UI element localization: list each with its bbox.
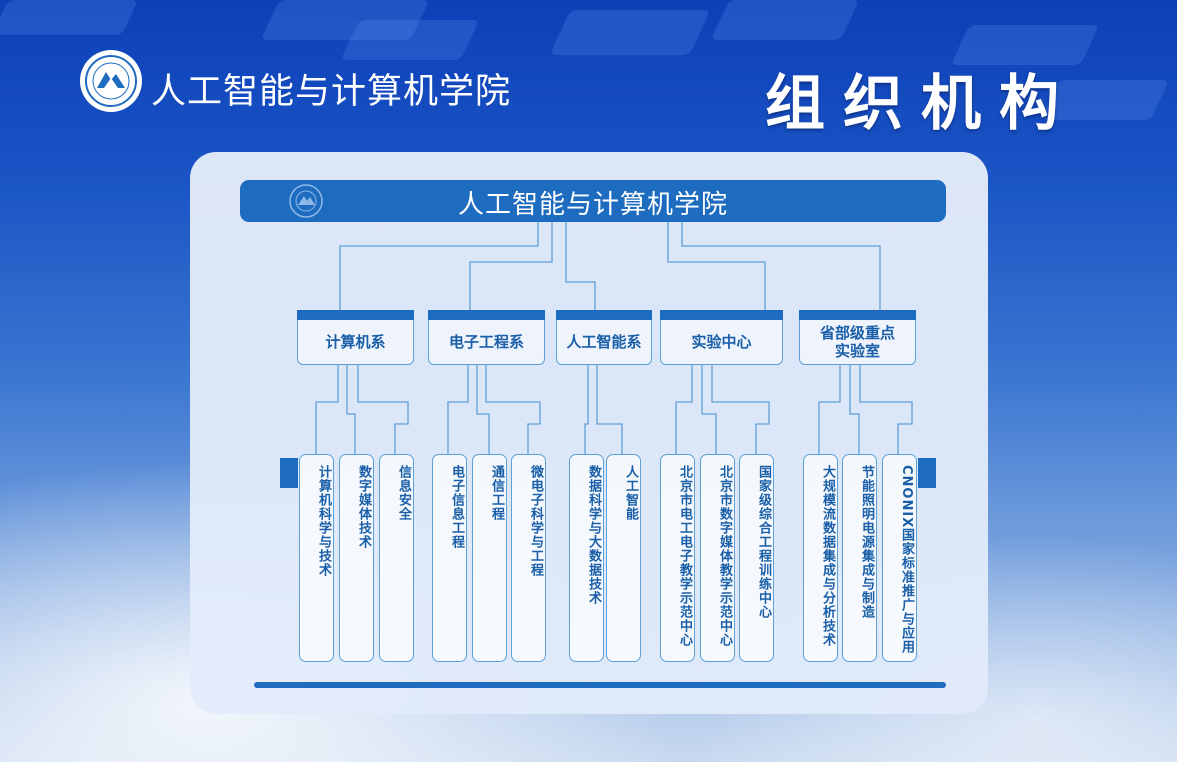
dept-cap	[297, 310, 414, 320]
sub-unit: 数字媒体技术	[339, 454, 374, 662]
sub-unit-label: 计算机科学与技术	[316, 465, 331, 577]
institution-title: 人工智能与计算机学院	[151, 72, 512, 112]
emblem-icon	[289, 184, 323, 218]
sub-unit: 通信工程	[472, 454, 507, 662]
dept-lab-center: 实验中心	[660, 320, 783, 365]
dept-cap	[799, 310, 916, 320]
dept-label: 电子工程系	[448, 333, 524, 351]
root-node-label: 人工智能与计算机学院	[457, 190, 728, 220]
dept-computer-science: 计算机系	[297, 320, 414, 365]
sub-unit-label: CNONIX国家标准推广与应用	[899, 465, 914, 655]
sub-unit: 数据科学与大数据技术	[569, 454, 604, 662]
sub-unit-label: 信息安全	[396, 465, 411, 521]
university-logo-icon	[80, 50, 142, 112]
page-title: 组织机构	[765, 69, 1077, 139]
sub-unit: 北京市电工电子教学示范中心	[660, 454, 695, 662]
root-node: 人工智能与计算机学院	[240, 180, 946, 222]
dept-ai: 人工智能系	[556, 320, 652, 365]
sub-unit: 电子信息工程	[432, 454, 467, 662]
dept-label: 计算机系	[325, 333, 386, 351]
dept-label: 省部级重点实验室	[819, 324, 895, 360]
dept-label: 人工智能系	[566, 333, 642, 351]
sub-unit: 大规模流数据集成与分析技术	[803, 454, 838, 662]
dept-electronic-engineering: 电子工程系	[428, 320, 545, 365]
sub-unit-label: 大规模流数据集成与分析技术	[820, 465, 835, 647]
dept-cap	[556, 310, 652, 320]
sub-unit-label: 北京市电工电子教学示范中心	[677, 465, 692, 647]
sub-unit-label: 数字媒体技术	[356, 465, 371, 549]
sub-unit: 国家级综合工程训练中心	[739, 454, 774, 662]
sub-unit-label: 国家级综合工程训练中心	[756, 465, 771, 619]
sub-unit: 人工智能	[606, 454, 641, 662]
sub-unit: CNONIX国家标准推广与应用	[882, 454, 917, 662]
sub-unit-label: 电子信息工程	[449, 465, 464, 549]
sub-unit-label: 通信工程	[489, 465, 504, 521]
left-marker	[280, 458, 298, 488]
sub-unit-label: 微电子科学与工程	[528, 465, 543, 577]
right-marker	[918, 458, 936, 488]
sub-unit: 微电子科学与工程	[511, 454, 546, 662]
dept-cap	[660, 310, 783, 320]
dept-label: 实验中心	[691, 333, 752, 351]
bottom-rule	[254, 682, 946, 688]
sub-unit-label: 北京市数字媒体教学示范中心	[717, 465, 732, 647]
sub-unit-label: 节能照明电源集成与制造	[859, 465, 874, 619]
sub-unit-label: 数据科学与大数据技术	[586, 465, 601, 605]
sub-unit: 信息安全	[379, 454, 414, 662]
sub-unit-label: 人工智能	[623, 465, 638, 521]
sub-unit: 节能照明电源集成与制造	[842, 454, 877, 662]
dept-key-lab: 省部级重点实验室	[799, 320, 916, 365]
dept-cap	[428, 310, 545, 320]
sub-unit: 北京市数字媒体教学示范中心	[700, 454, 735, 662]
sub-unit: 计算机科学与技术	[299, 454, 334, 662]
